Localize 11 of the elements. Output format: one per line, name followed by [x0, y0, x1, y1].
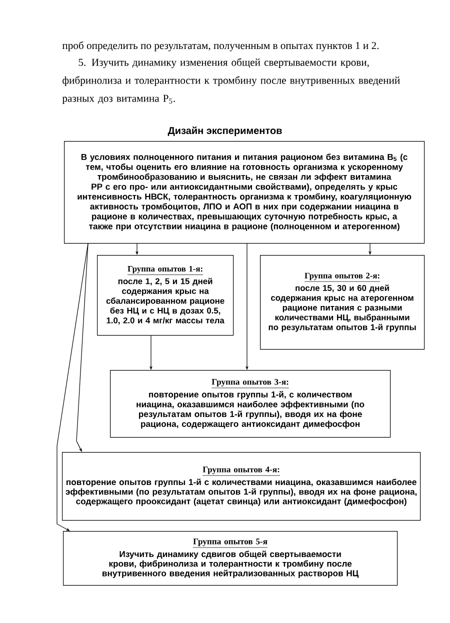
text-box: Группа опытов 4-я: повторение опытов группы 1-й с количествами ниацина, оказавшимся наиболее эффективными (по результатам опытов 1-й группы), вводя их на фоне рациона, содержащего прооксидант (ацетат свинца) или антиоксидант (димефосфон)	[62, 452, 421, 521]
text-box: Группа опытов 1-я: после 1, 2, 5 и 15 дней содержания крыс на сбалансированном рационе без НЦ и с НЦ в дозах 0.5, 1.0, 2.0 и 4 мг/кг массы тела	[97, 255, 234, 336]
title: Дизайн экспериментов	[168, 126, 282, 136]
arrow	[76, 243, 88, 452]
paragraph: 5. Изучить динамику изменения общей свертываемости крови, фибринолиза и толерантности к тромбину после внутривенных введений разных доз витамина P$_{5}$.	[62, 58, 400, 104]
text-box: В условиях полноценного питания и питания рационом без витамина B$_{5}$ (с тем, чтобы оценить его влияние на готовность организма к ускоренному тромбинообразованию и выяснить, не связан ли эффект витамина PP с его про- или антиоксидантными свойствами), определять у крыс интенсивность НВСК, толерантность организма к тромбину, коагуляционную активность тромбоцитов, ЛПО и АОП в них при содержании ниацина в рационе в количествах, превышающих суточную потребность крыс, а также при отсутствии ниацина в рационе (полноценном и атерогенном)	[64, 141, 425, 244]
text-box: Группа опытов 3-я: повторение опытов группы 1-й, с количеством ниацина, оказавшимся наиболее эффективными (по результатам опытов 1-й группы), вводя их на фоне рациона, содержащего антиоксидант димефосфон	[110, 370, 391, 438]
text-line: проб определить по результатам, полученным в опытах пунктов 1 и 2.	[62, 41, 379, 52]
text-box: Группа опытов 2-я: после 15, 30 и 60 дней содержания крыс на атерогенном рационе питания с разными количествами НЦ, выбранными по результатам опытов 1-й группы	[260, 255, 425, 350]
text-box: Группа опытов 5-я Изучить динамику сдвигов общей свертываемости крови, фибринолиза и толерантности к тромбину после внутривенного введения нейтрализованных растворов НЦ	[63, 531, 398, 586]
arrow	[56, 243, 88, 531]
